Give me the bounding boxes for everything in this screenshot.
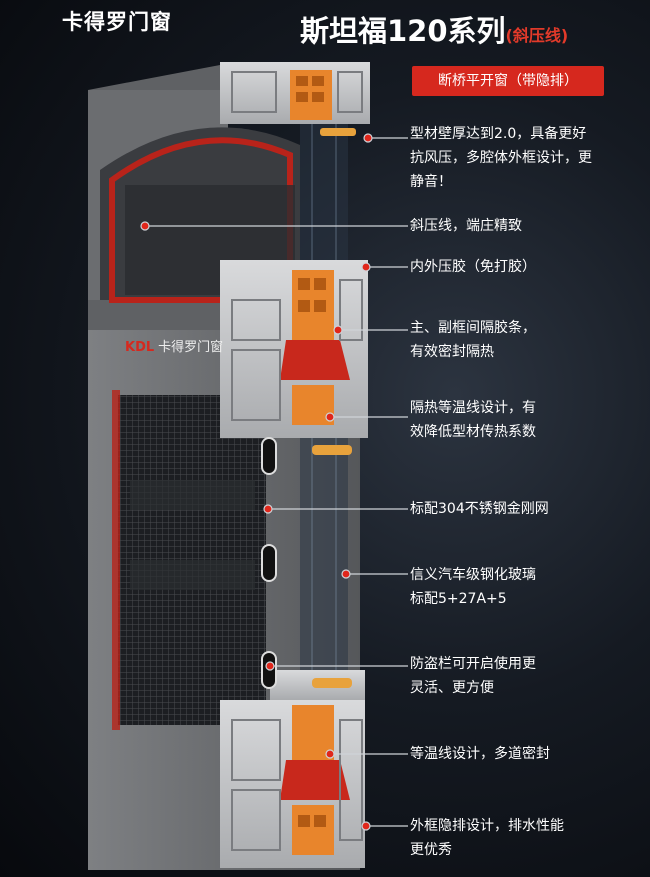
annotation-security-bar: 防盗栏可开启使用更 灵活、更方便 <box>410 652 642 700</box>
annotation-drainage: 外框隐排设计，排水性能 更优秀 <box>410 814 642 862</box>
annotation-line: 内外压胶（免打胶） <box>410 259 536 275</box>
annotation-bevel-bead: 斜压线，端庄精致 <box>410 214 642 238</box>
product-title-main: 斯坦福120系列 <box>300 14 506 48</box>
annotation-line: 防盗栏可开启使用更 <box>410 656 536 672</box>
annotation-line: 标配304不锈钢金刚网 <box>410 501 549 517</box>
annotation-line: 隔热等温线设计，有 <box>410 400 536 416</box>
annotation-line: 更优秀 <box>410 842 452 858</box>
annotation-line: 静音！ <box>410 174 452 190</box>
annotation-line: 主、副框间隔胶条， <box>410 320 536 336</box>
frame-brand-text: 卡得罗门窗 <box>158 340 224 355</box>
annotation-line: 外框隐排设计，排水性能 <box>410 818 564 834</box>
annotation-leaders <box>140 133 408 831</box>
annotation-line: 等温线设计，多道密封 <box>410 746 550 762</box>
middle-profile <box>220 260 368 455</box>
annotation-gasket: 内外压胶（免打胶） <box>410 255 642 279</box>
annotation-line: 抗风压，多腔体外框设计，更 <box>410 150 592 166</box>
product-title: 斯坦福120系列(斜压线) <box>300 8 568 50</box>
brand-logo-text: 卡得罗门窗 <box>62 10 172 34</box>
product-type-badge: 断桥平开窗（带隐排） <box>412 66 604 96</box>
annotation-glass: 信义汽车级钢化玻璃 标配5+27A+5 <box>410 563 642 611</box>
lock-slot <box>261 437 277 475</box>
annotation-steel-mesh: 标配304不锈钢金刚网 <box>410 497 642 521</box>
annotation-line: 灵活、更方便 <box>410 680 494 696</box>
annotation-line: 效降低型材传热系数 <box>410 424 536 440</box>
brand-mark-icon: KDL <box>125 340 155 355</box>
top-profile <box>220 62 370 136</box>
bottom-profile <box>220 670 365 868</box>
annotation-seal-strip: 主、副框间隔胶条， 有效密封隔热 <box>410 316 642 364</box>
annotation-line: 有效密封隔热 <box>410 344 494 360</box>
annotation-line: 型材壁厚达到2.0，具备更好 <box>410 126 587 142</box>
lock-slot <box>261 544 277 582</box>
annotation-line: 斜压线，端庄精致 <box>410 218 522 234</box>
annotation-profile-thickness: 型材壁厚达到2.0，具备更好 抗风压，多腔体外框设计，更 静音！ <box>410 122 642 194</box>
upper-red-seal <box>109 137 293 303</box>
product-title-sub: (斜压线) <box>505 26 569 45</box>
annotation-isotherm: 隔热等温线设计，有 效降低型材传热系数 <box>410 396 642 444</box>
annotation-line: 信义汽车级钢化玻璃 <box>410 567 536 583</box>
annotation-line: 标配5+27A+5 <box>410 591 507 607</box>
annotation-multi-seal: 等温线设计，多道密封 <box>410 742 642 766</box>
